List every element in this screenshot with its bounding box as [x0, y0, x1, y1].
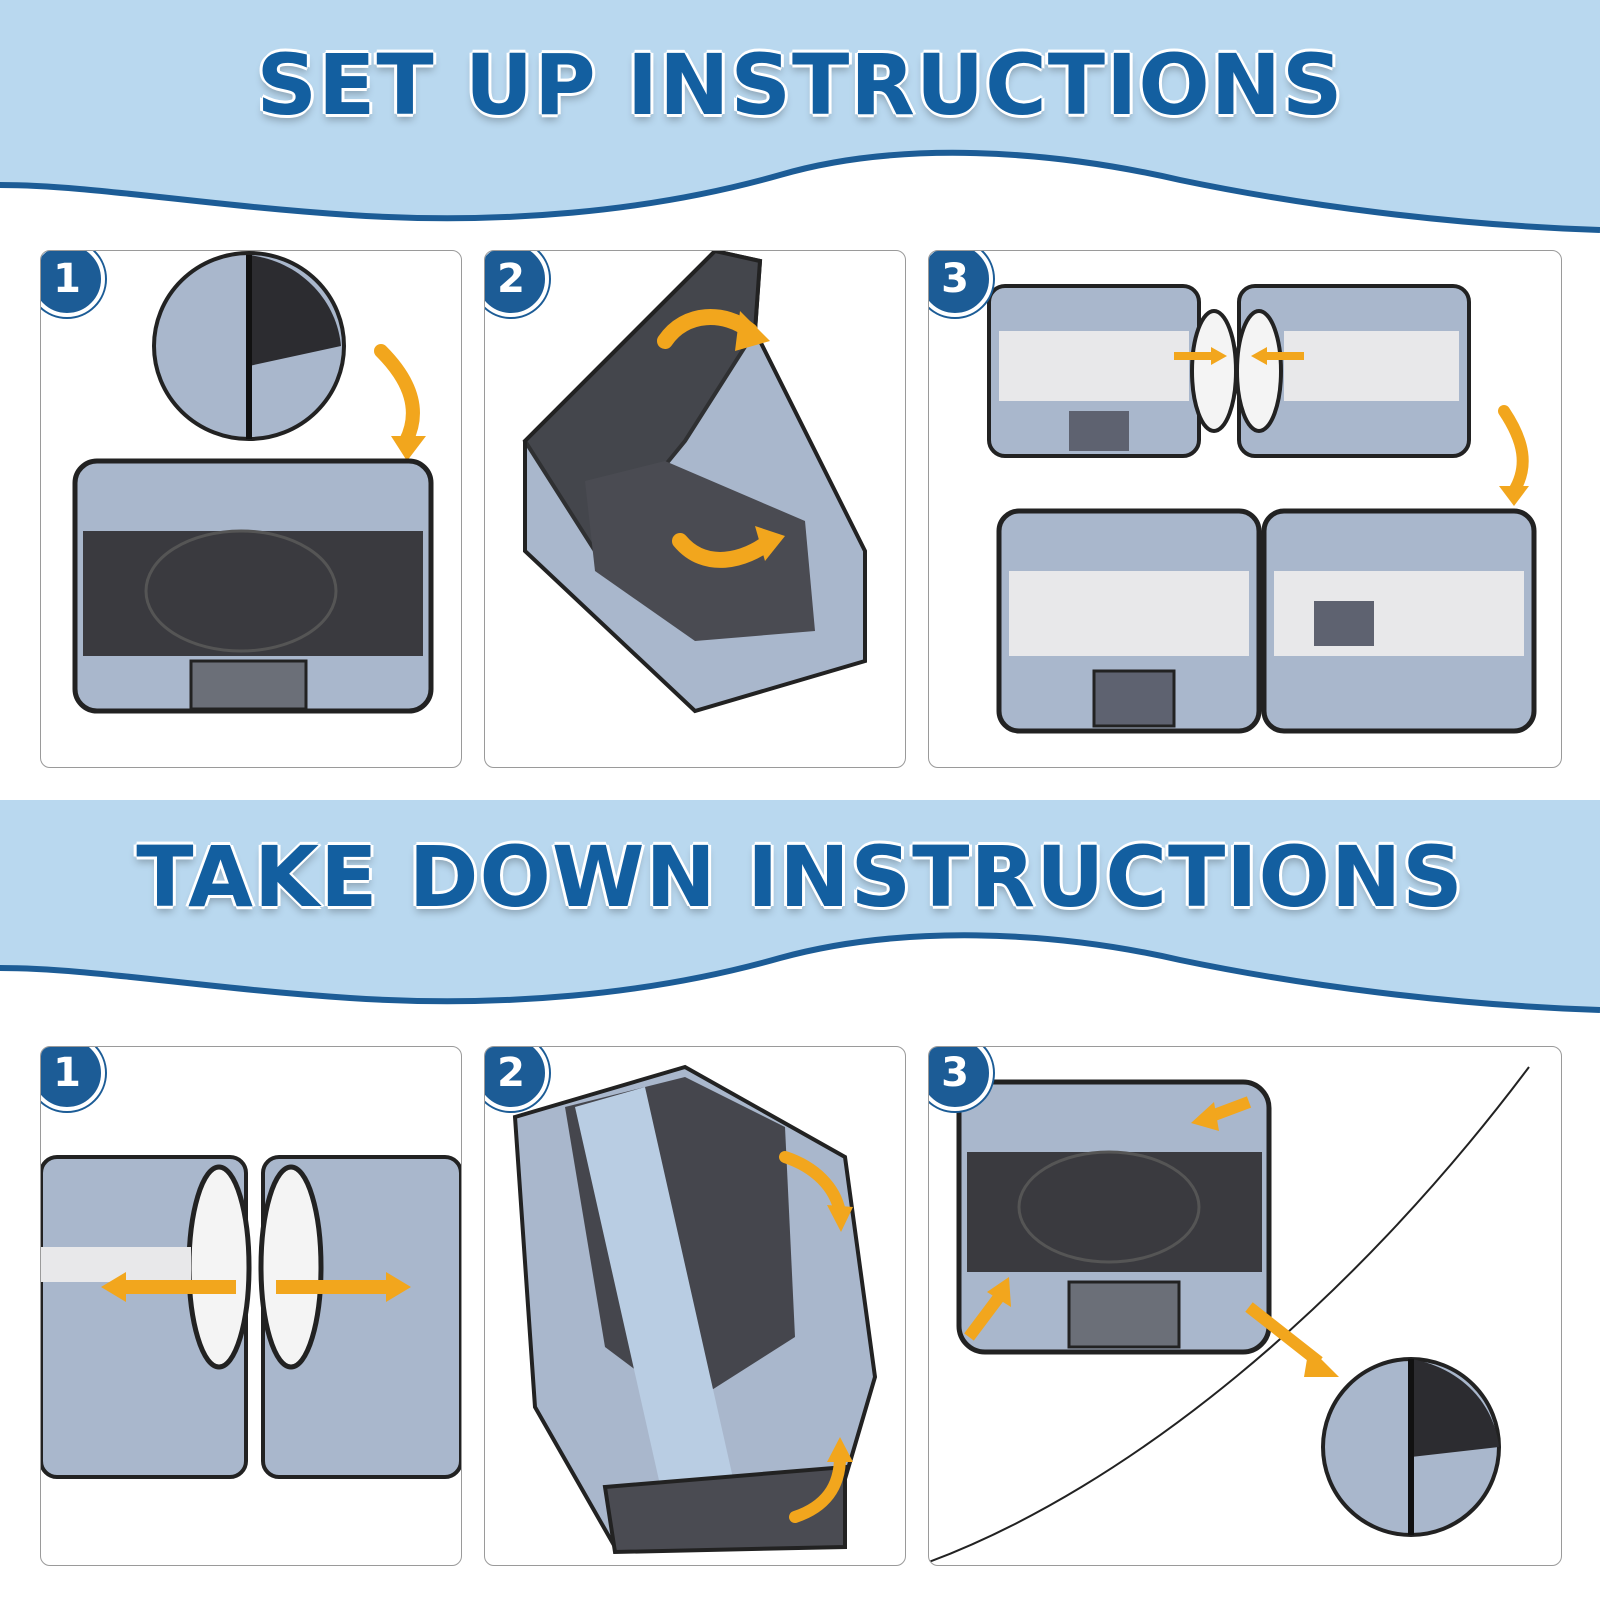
- setup-title: SET UP INSTRUCTIONS: [255, 35, 1344, 135]
- separating-kennels-illustration: [41, 1155, 461, 1479]
- takedown-step-3-panel: 3: [928, 1046, 1562, 1566]
- takedown-step-1-panel: 1: [40, 1046, 462, 1566]
- unfolding-kennel-illustration: [522, 251, 867, 714]
- folding-kennel-illustration: [512, 1064, 878, 1555]
- takedown-banner-wave: [0, 800, 1600, 1013]
- takedown-step-2-panel: 2: [484, 1046, 906, 1566]
- folded-pouch-and-kennel-illustration: [72, 251, 434, 714]
- setup-step-3-panel: 3: [928, 250, 1562, 768]
- twisting-into-pouch-illustration: [929, 1066, 1530, 1563]
- setup-step-1-panel: 1: [40, 250, 462, 768]
- joining-two-kennels-illustration: [987, 284, 1537, 734]
- setup-banner-wave: [0, 0, 1600, 233]
- setup-banner: [0, 0, 1600, 250]
- takedown-title: TAKE DOWN INSTRUCTIONS: [135, 827, 1464, 927]
- setup-step-2-panel: 2: [484, 250, 906, 768]
- takedown-banner: [0, 800, 1600, 1030]
